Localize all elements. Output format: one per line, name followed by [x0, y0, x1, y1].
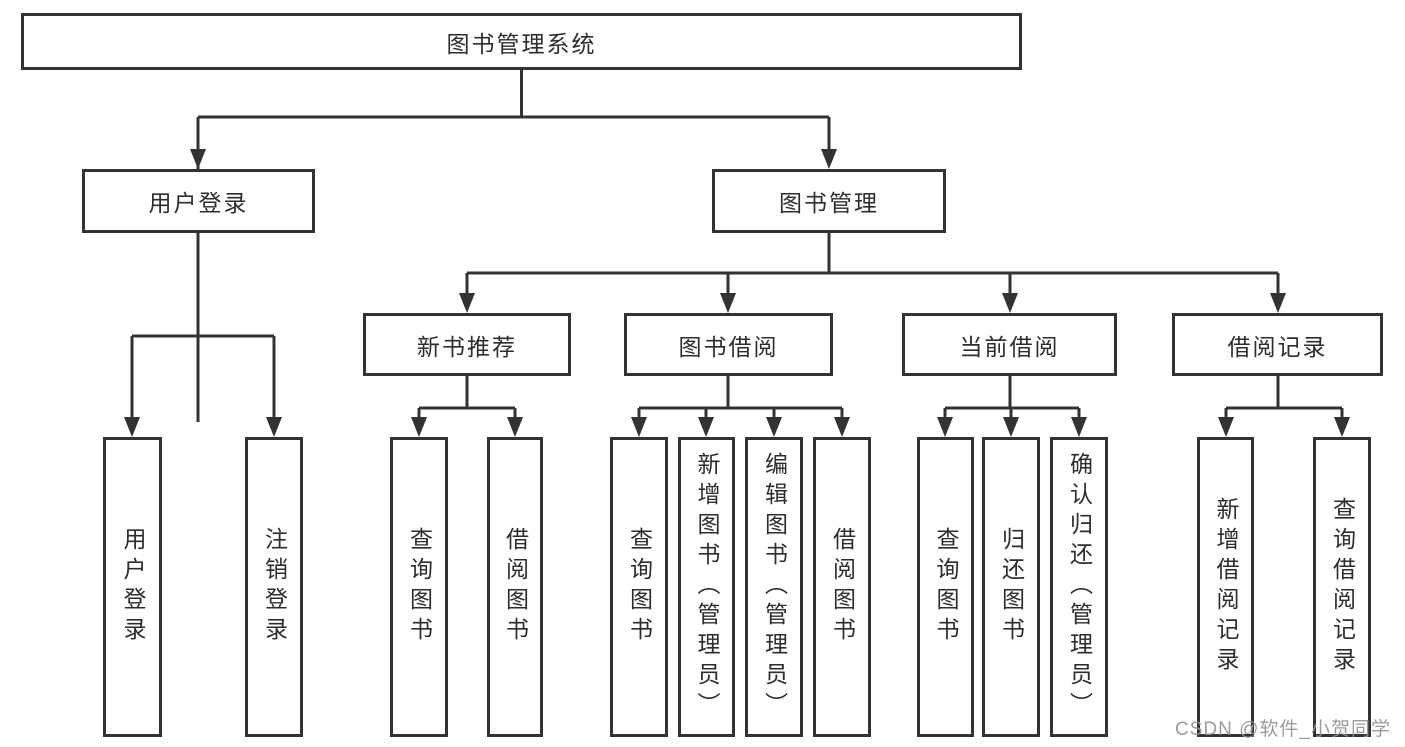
leaf-his-query-record: 查询借阅记录 [1313, 437, 1371, 737]
leaf-cur-return-book-label: 归还图书 [998, 527, 1025, 647]
connector-borrowrecords-to-leaves [1224, 376, 1344, 420]
node-book-mgmt-label: 图书管理 [779, 190, 879, 216]
node-book-borrow: 图书借阅 [624, 313, 833, 376]
leaf-cur-confirm-return: 确认归还（管理员） [1050, 437, 1108, 737]
leaf-bor-borrow-book-label: 借阅图书 [829, 527, 856, 647]
leaf-bor-borrow-book: 借阅图书 [813, 437, 871, 737]
leaf-cur-return-book: 归还图书 [982, 437, 1040, 737]
connector-currentborrow-to-leaves [943, 376, 1081, 420]
leaf-user-login: 用户登录 [103, 437, 162, 737]
node-current-borrow: 当前借阅 [902, 313, 1117, 376]
connector-bookmgmt-to-level3 [465, 233, 1280, 296]
node-new-book-rec: 新书推荐 [363, 313, 571, 376]
leaf-cur-query-book-label: 查询图书 [933, 527, 959, 647]
connector-bookborrow-to-leaves [637, 376, 844, 420]
node-current-borrow-label: 当前借阅 [959, 333, 1060, 360]
leaf-rec-query-book-label: 查询图书 [406, 527, 433, 647]
node-book-mgmt: 图书管理 [712, 169, 946, 233]
leaf-rec-borrow-book: 借阅图书 [487, 437, 543, 737]
leaf-his-add-record: 新增借阅记录 [1197, 437, 1254, 737]
leaf-bor-query-book-label: 查询图书 [626, 527, 653, 647]
leaf-his-query-record-label: 查询借阅记录 [1329, 497, 1356, 677]
leaf-cur-query-book: 查询图书 [917, 437, 974, 737]
leaf-bor-add-book-label: 新增图书（管理员） [694, 452, 720, 722]
leaf-his-add-record-label: 新增借阅记录 [1213, 497, 1239, 677]
node-root-label: 图书管理系统 [446, 30, 597, 57]
leaf-bor-edit-book-label: 编辑图书（管理员） [761, 452, 788, 722]
node-root: 图书管理系统 [21, 13, 1022, 70]
node-user-login: 用户登录 [82, 169, 315, 233]
connector-newbookrec-to-leaves [417, 376, 517, 420]
node-borrow-records-label: 借阅记录 [1227, 333, 1328, 360]
node-new-book-rec-label: 新书推荐 [417, 333, 517, 360]
leaf-bor-edit-book: 编辑图书（管理员） [745, 437, 803, 737]
leaf-rec-query-book: 查询图书 [390, 437, 448, 737]
leaf-logout: 注销登录 [245, 437, 303, 737]
node-user-login-label: 用户登录 [148, 190, 249, 216]
leaf-bor-query-book: 查询图书 [610, 437, 668, 737]
csdn-watermark: CSDN @软件_小贺同学 [1175, 719, 1391, 740]
connector-userlogin-to-leaves [130, 233, 276, 420]
leaf-cur-confirm-return-label: 确认归还（管理员） [1066, 452, 1093, 722]
node-borrow-records: 借阅记录 [1172, 313, 1383, 376]
leaf-user-login-label: 用户登录 [120, 527, 146, 647]
leaf-logout-label: 注销登录 [261, 527, 288, 647]
leaf-rec-borrow-book-label: 借阅图书 [502, 527, 529, 647]
node-book-borrow-label: 图书借阅 [678, 333, 779, 360]
leaf-bor-add-book: 新增图书（管理员） [678, 437, 735, 737]
